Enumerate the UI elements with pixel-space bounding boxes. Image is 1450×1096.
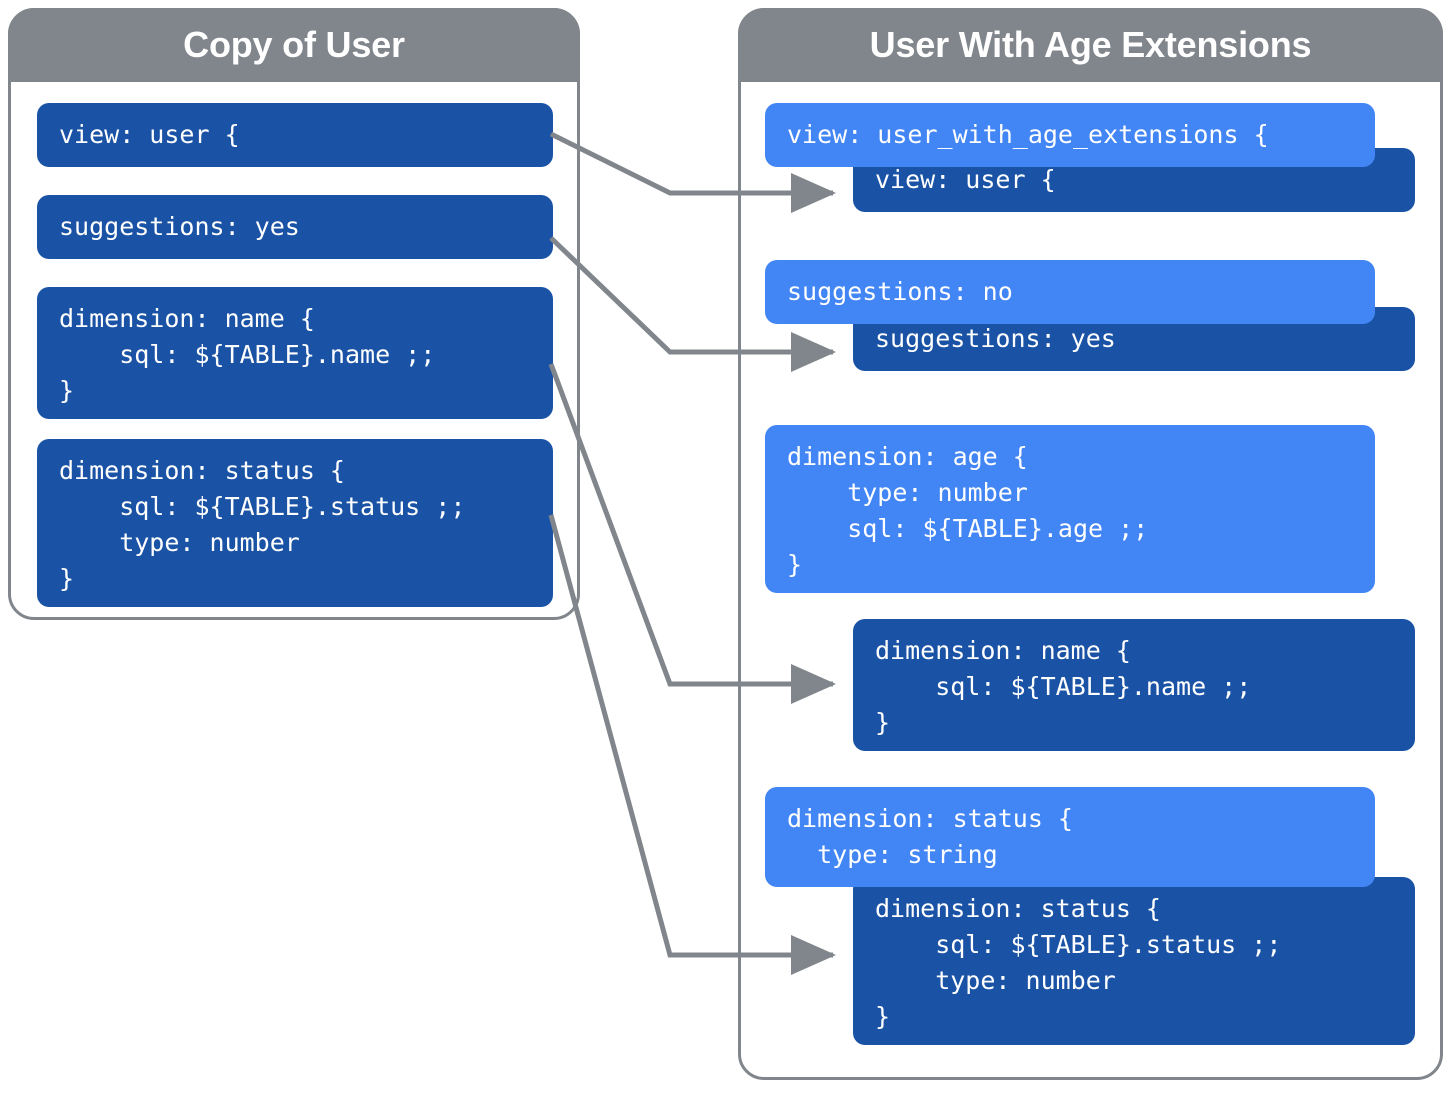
code-block-right-dimension-age: dimension: age { type: number sql: ${TAB… xyxy=(765,425,1375,593)
code-block-right-dimension-status-dark: dimension: status { sql: ${TABLE}.status… xyxy=(853,877,1415,1045)
code-block-right-view-extension: view: user_with_age_extensions { xyxy=(765,103,1375,167)
panel-left-title: Copy of User xyxy=(8,8,580,82)
code-block-left-dimension-name: dimension: name { sql: ${TABLE}.name ;; … xyxy=(37,287,553,419)
code-block-right-dimension-status-light: dimension: status { type: string xyxy=(765,787,1375,887)
code-block-left-dimension-status: dimension: status { sql: ${TABLE}.status… xyxy=(37,439,553,607)
panel-right-title: User With Age Extensions xyxy=(738,8,1443,82)
code-block-left-view: view: user { xyxy=(37,103,553,167)
panel-copy-of-user: Copy of User view: user { suggestions: y… xyxy=(8,8,580,620)
code-block-right-suggestions-no: suggestions: no xyxy=(765,260,1375,324)
code-block-left-suggestions: suggestions: yes xyxy=(37,195,553,259)
code-block-right-dimension-name: dimension: name { sql: ${TABLE}.name ;; … xyxy=(853,619,1415,751)
panel-user-with-age-extensions: User With Age Extensions view: user_with… xyxy=(738,8,1443,1080)
